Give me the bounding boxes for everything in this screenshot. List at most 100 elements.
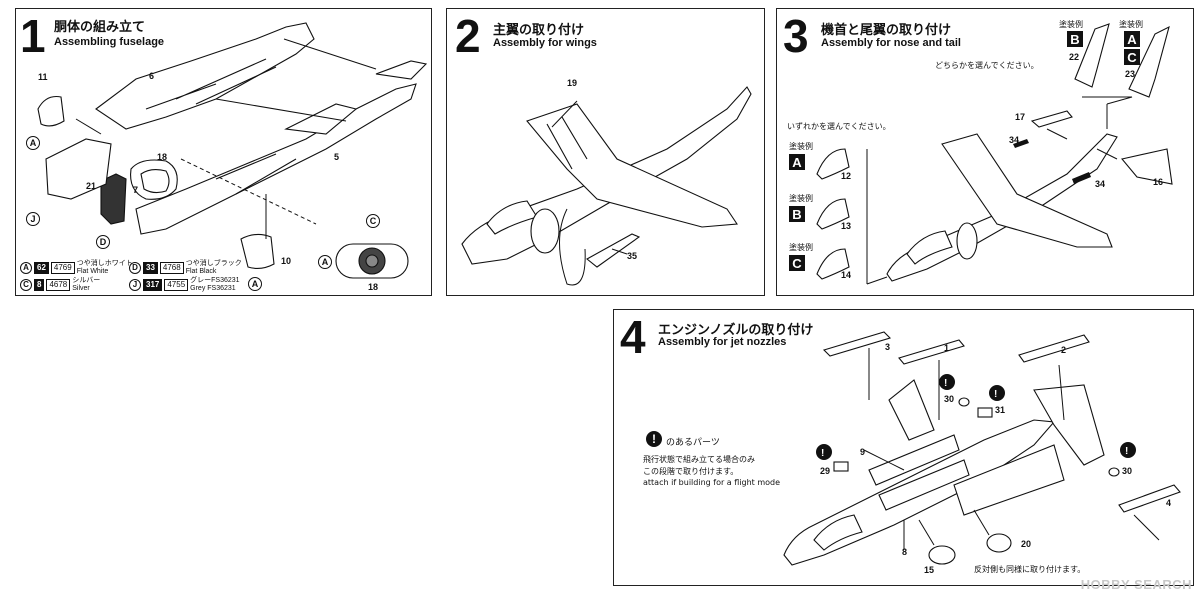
step-2-number: 2 <box>455 10 481 62</box>
fuselage-drawing <box>37 22 428 279</box>
step-3-title-jp: 機首と尾翼の取り付け <box>821 23 952 38</box>
step-1-number: 1 <box>20 10 46 62</box>
note-jp-line-2: この段階で取り付けます。 <box>643 467 739 476</box>
paint-row-j: J 317 4755 グレーFS36231 Grey FS36231 <box>129 277 240 293</box>
paint-letter: A <box>20 261 32 274</box>
part-15-label: 15 <box>924 565 935 575</box>
watermark: HOBBY SEARCH <box>1080 577 1192 592</box>
part-34b-label: 34 <box>1095 179 1106 189</box>
tail-scheme-label-2: 塗装例 <box>1119 20 1143 29</box>
part-30a-label: 30 <box>944 394 955 404</box>
part-12-label: 12 <box>841 171 852 181</box>
wing-assembly-drawing <box>461 86 752 286</box>
paint-row-d: D 33 4768 つや消しブラック Flat Black <box>129 260 242 276</box>
part-17-label: 17 <box>1015 112 1026 122</box>
callout-c: C <box>366 214 380 228</box>
step-2-panel: 2 主翼の取り付け Assembly for wings 19 35 <box>446 8 765 296</box>
step-4-title-jp: エンジンノズルの取り付け <box>658 323 814 338</box>
paint-name: つや消しホワイト Flat White <box>77 260 133 276</box>
paint-name: シルバー Silver <box>72 277 100 293</box>
paint-number: 317 <box>143 278 163 291</box>
paint-name-en: Grey FS36231 <box>190 284 236 292</box>
part-18-label: 18 <box>157 152 168 162</box>
part-8-label: 8 <box>902 547 908 557</box>
part-20-label: 20 <box>1021 539 1032 549</box>
part-21-label: 21 <box>86 181 97 191</box>
paint-name-jp: シルバー <box>72 276 101 284</box>
paint-number: 33 <box>143 261 158 274</box>
part-1-label: 1 <box>944 343 950 353</box>
svg-text:!: ! <box>821 448 824 459</box>
note-jp-line-1: 飛行状態で組み立てる場合のみ <box>643 455 755 464</box>
part-5-label: 5 <box>334 152 340 162</box>
part-30b-label: 30 <box>1122 466 1133 476</box>
part-9-label: 9 <box>860 447 866 457</box>
part-4-label: 4 <box>1166 498 1172 508</box>
paint-letter: C <box>20 278 32 291</box>
step-3-panel: 3 機首と尾翼の取り付け Assembly for nose and tail … <box>776 8 1194 296</box>
warning-icon: ! <box>646 431 662 447</box>
part-35-label: 35 <box>627 251 638 261</box>
paint-number: 8 <box>34 278 45 291</box>
paint-code: 4678 <box>46 278 71 291</box>
paint-name-jp: グレーFS36231 <box>190 276 240 284</box>
paint-letter: J <box>129 278 141 291</box>
callout-d: D <box>96 235 110 249</box>
note-header: のあるパーツ <box>666 438 720 448</box>
step-1-title-jp: 胴体の組み立て <box>54 20 146 35</box>
part-18b-label: 18 <box>368 282 379 292</box>
paint-name-en: Silver <box>72 284 90 292</box>
tail-option-c-letter: C <box>1124 49 1140 65</box>
nose-scheme-label-a: 塗装例 <box>789 142 813 151</box>
part-23-label: 23 <box>1125 69 1136 79</box>
paint-name: グレーFS36231 Grey FS36231 <box>190 277 239 293</box>
part-7-label: 7 <box>133 185 139 195</box>
opposite-side-text: 反対側も同様に取り付けます。 <box>974 565 1086 574</box>
part-22-label: 22 <box>1069 52 1080 62</box>
nose-option-c-letter: C <box>789 255 805 271</box>
paint-row-c: C 8 4678 シルバー Silver <box>20 277 100 293</box>
paint-name-en: Flat White <box>76 267 109 275</box>
part-11-label: 11 <box>38 72 48 82</box>
part-14-label: 14 <box>841 270 852 280</box>
nose-scheme-label-b: 塗装例 <box>789 194 813 203</box>
callout-a-2: A <box>318 255 332 269</box>
step-2-title-en: Assembly for wings <box>493 37 597 49</box>
tail-option-a-letter: A <box>1124 31 1140 47</box>
part-29-label: 29 <box>820 466 831 476</box>
paint-name-jp: つや消しブラック <box>185 259 242 267</box>
paint-name: つや消しブラック Flat Black <box>186 260 242 276</box>
svg-text:!: ! <box>944 378 947 389</box>
nose-option-a-letter: A <box>789 154 805 170</box>
paint-name-jp: つや消しホワイト <box>76 259 133 267</box>
nose-choose-text: いずれかを選んでください。 <box>787 122 891 131</box>
step-3-number: 3 <box>783 10 809 62</box>
paint-code: 4769 <box>50 261 75 274</box>
step-4-title-en: Assembly for jet nozzles <box>658 336 787 348</box>
nose-option-b-letter: B <box>789 206 805 222</box>
step-2-title-jp: 主翼の取り付け <box>493 23 585 38</box>
nose-scheme-label-c: 塗装例 <box>789 243 813 252</box>
tail-option-b-letter: B <box>1067 31 1083 47</box>
part-16-label: 16 <box>1153 177 1164 187</box>
step-1-title-en: Assembling fuselage <box>54 36 165 48</box>
nose-tail-drawing <box>816 23 1173 285</box>
callout-j: J <box>26 212 40 226</box>
nozzle-assembly-drawing: !! !! <box>783 331 1181 566</box>
paint-name-en: Flat Black <box>185 267 217 275</box>
step-3-title-en: Assembly for nose and tail <box>821 37 961 49</box>
note-en: attach if building for a flight mode <box>643 478 781 487</box>
paint-code: 4768 <box>159 261 184 274</box>
part-34a-label: 34 <box>1009 135 1020 145</box>
callout-a-1: A <box>26 136 40 150</box>
step-4-number: 4 <box>620 311 646 363</box>
paint-number: 62 <box>34 261 49 274</box>
part-2-label: 2 <box>1061 345 1067 355</box>
svg-text:!: ! <box>994 389 997 400</box>
part-13-label: 13 <box>841 221 852 231</box>
paint-code: 4755 <box>164 278 189 291</box>
part-6-label: 6 <box>149 71 155 81</box>
svg-text:!: ! <box>1125 446 1128 457</box>
tail-choose-text: どちらかを選んでください。 <box>935 61 1039 70</box>
paint-row-a: A 62 4769 つや消しホワイト Flat White <box>20 260 133 276</box>
